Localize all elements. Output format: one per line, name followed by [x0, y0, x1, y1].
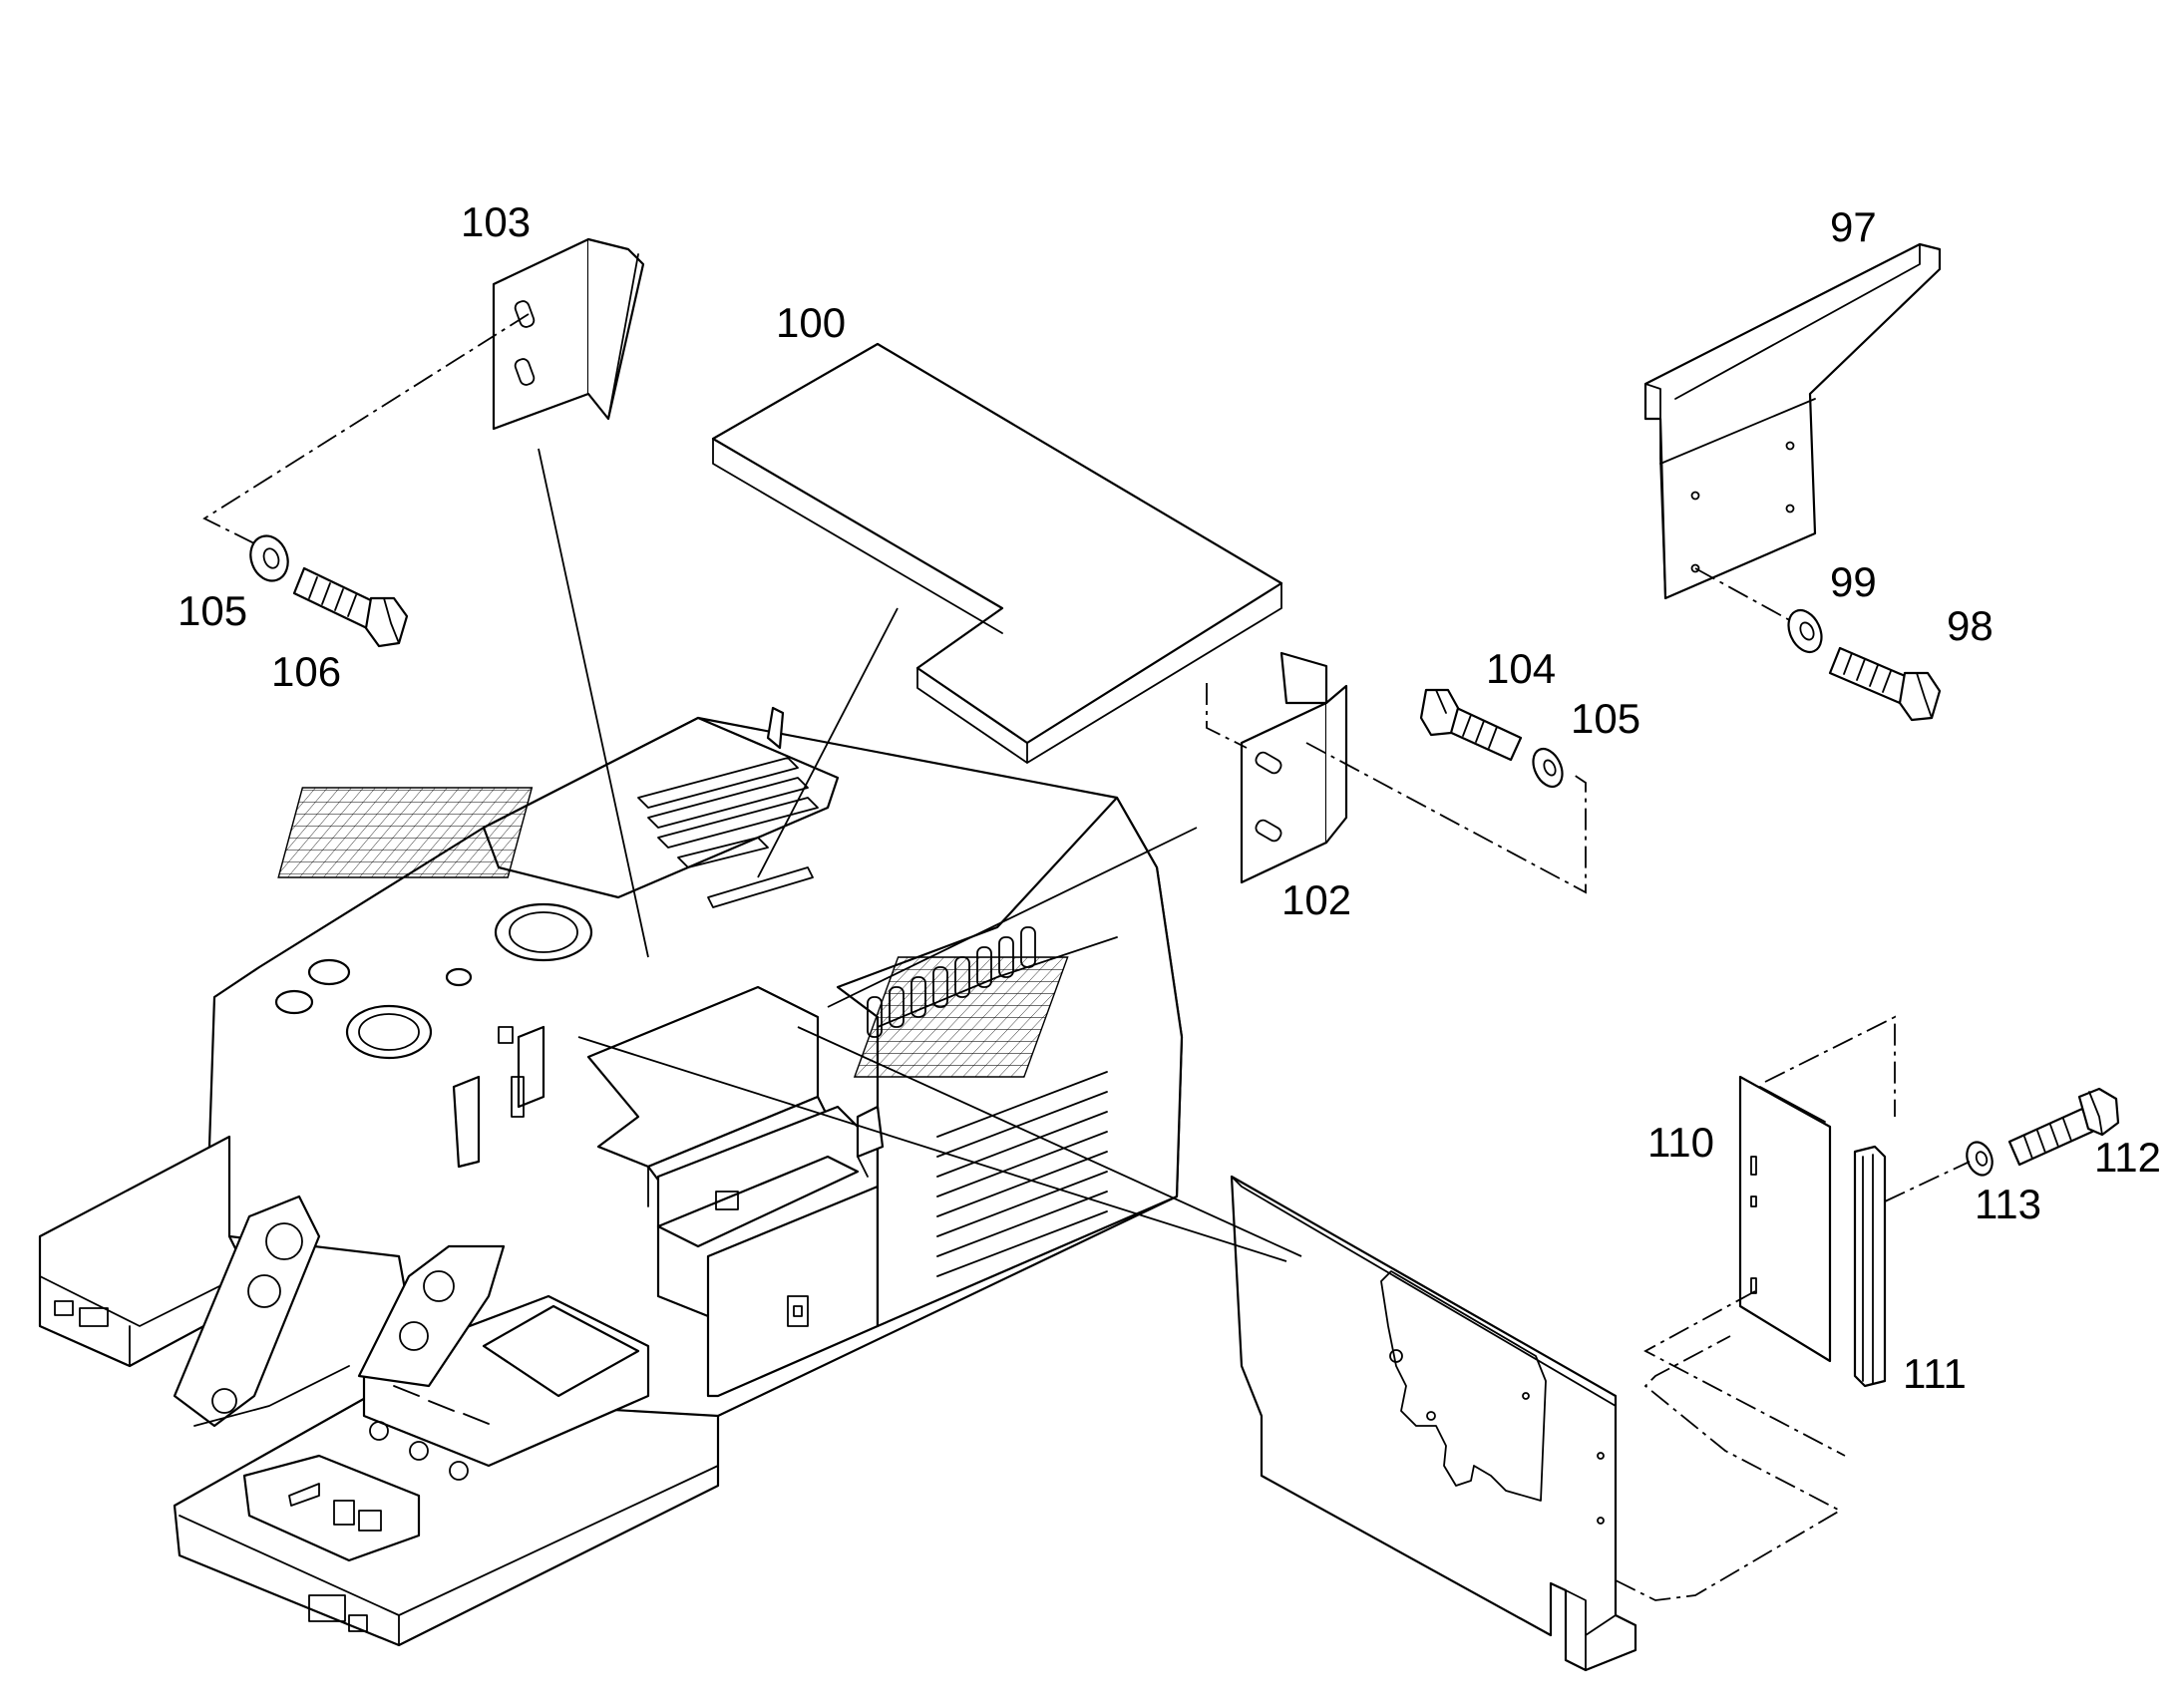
part-105-washer-right	[1532, 747, 1564, 789]
part-111-seal-strip	[1853, 1145, 1887, 1388]
callout-105-left: 105	[178, 587, 247, 634]
part-100-top-panel	[711, 342, 1283, 878]
side-cover-panel	[577, 1026, 1842, 1672]
part-99-washer	[1787, 608, 1823, 654]
callout-112: 112	[2094, 1134, 2161, 1181]
callout-99: 99	[1830, 558, 1877, 605]
machine-frame	[38, 706, 1184, 1647]
callout-102: 102	[1281, 876, 1351, 923]
engine-vent-slots	[867, 926, 1036, 1038]
part-110-panel	[1643, 1015, 1896, 1457]
part-105-washer-left	[249, 534, 289, 582]
callout-103: 103	[461, 198, 531, 245]
side-louvres	[936, 1071, 1108, 1277]
part-102-bracket	[827, 651, 1587, 1008]
part-113-washer	[1884, 1141, 1994, 1202]
callout-106: 106	[271, 648, 341, 695]
callout-113: 113	[1975, 1181, 2041, 1227]
callout-98: 98	[1947, 602, 1994, 649]
part-98-bolt	[1828, 646, 1942, 722]
callout-111: 111	[1903, 1350, 1967, 1397]
callout-110: 110	[1647, 1119, 1714, 1166]
part-112-bolt	[2007, 1087, 2120, 1167]
callout-labels: 103 100 97 105 106 104 105 99 98 102 110…	[178, 198, 2161, 1397]
part-97-mount-bracket	[1643, 242, 1942, 624]
callout-104: 104	[1486, 645, 1556, 692]
part-104-bolt	[1419, 688, 1523, 762]
callout-100: 100	[776, 299, 846, 346]
part-103-angle-bracket	[202, 237, 649, 958]
callout-105-right: 105	[1571, 695, 1640, 742]
part-106-bolt	[292, 566, 409, 648]
callout-97: 97	[1830, 203, 1877, 250]
radiator-fins	[637, 757, 819, 908]
